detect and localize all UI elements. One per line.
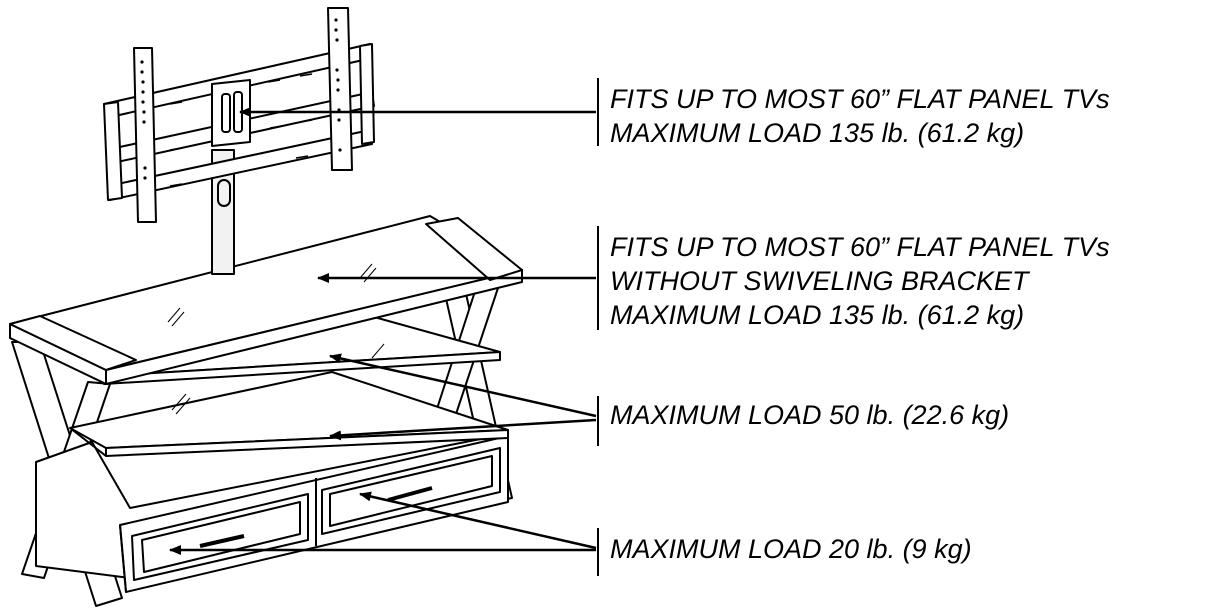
callout-arrow xyxy=(329,353,597,418)
left-drawer xyxy=(131,493,309,581)
right-bracket-arm xyxy=(327,7,353,171)
callouts-layer: FITS UP TO MOST 60” FLAT PANEL TVsMAXIMU… xyxy=(169,78,1110,576)
top-shelf-right-end xyxy=(425,217,523,281)
callout-top-shelf: FITS UP TO MOST 60” FLAT PANEL TVsWITHOU… xyxy=(317,226,1110,330)
callout-drawers: MAXIMUM LOAD 20 lb. (9 kg) xyxy=(169,491,972,576)
cable-opening xyxy=(217,179,231,207)
callout-middle-shelves: MAXIMUM LOAD 50 lb. (22.6 kg) xyxy=(329,353,1009,446)
top-glass-shelf xyxy=(9,215,523,415)
left-bracket-arm xyxy=(133,47,157,223)
callout-text-line: MAXIMUM LOAD 135 lb. (61.2 kg) xyxy=(610,118,1024,148)
lower-glass-shelf xyxy=(69,371,509,457)
callout-text-line: MAXIMUM LOAD 20 lb. (9 kg) xyxy=(610,534,972,564)
top-shelf-left-end xyxy=(9,315,137,371)
left-drawer-handle xyxy=(199,534,245,548)
tv-stand-drawing xyxy=(9,7,523,607)
callout-text-line: FITS UP TO MOST 60” FLAT PANEL TVs xyxy=(610,84,1110,114)
callout-text-line: MAXIMUM LOAD 135 lb. (61.2 kg) xyxy=(610,300,1024,330)
callout-tv-bracket: FITS UP TO MOST 60” FLAT PANEL TVsMAXIMU… xyxy=(239,78,1110,148)
drawer-base xyxy=(35,433,509,593)
tv-mount-post xyxy=(211,149,235,275)
callout-arrow xyxy=(359,491,597,550)
callout-text-line: WITHOUT SWIVELING BRACKET xyxy=(610,266,1031,296)
callout-arrow xyxy=(329,418,597,441)
right-drawer xyxy=(321,447,501,535)
tv-mounting-bracket xyxy=(103,7,375,223)
callout-text-line: MAXIMUM LOAD 50 lb. (22.6 kg) xyxy=(610,400,1009,430)
callout-text-line: FITS UP TO MOST 60” FLAT PANEL TVs xyxy=(610,232,1110,262)
right-drawer-handle xyxy=(387,486,433,502)
